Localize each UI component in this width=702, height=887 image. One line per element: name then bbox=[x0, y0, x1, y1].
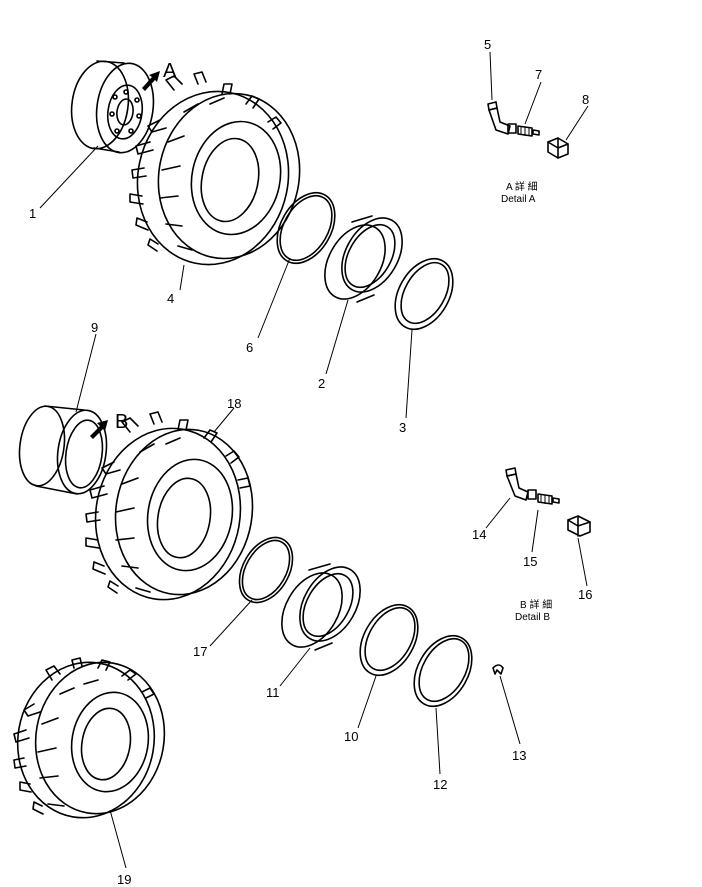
part-number-16: 16 bbox=[578, 587, 592, 602]
part-number-19: 19 bbox=[117, 872, 131, 887]
flange-upper bbox=[324, 215, 403, 303]
part-number-9: 9 bbox=[91, 320, 98, 335]
detail-b-caption-en: Detail B bbox=[515, 612, 550, 623]
detail-a-caption-en: Detail A bbox=[501, 194, 536, 205]
tire-lower bbox=[13, 657, 166, 819]
part-number-11: 11 bbox=[266, 685, 280, 700]
tire-middle bbox=[85, 411, 254, 601]
flange-middle bbox=[281, 563, 361, 651]
part-number-4: 4 bbox=[167, 291, 174, 306]
part-number-6: 6 bbox=[246, 340, 253, 355]
part-number-10: 10 bbox=[344, 729, 358, 744]
lock-ring-middle bbox=[413, 634, 473, 708]
wheel-rim-lower bbox=[18, 405, 108, 495]
part-number-3: 3 bbox=[399, 420, 406, 435]
leader-lines bbox=[39, 51, 589, 869]
part-number-18: 18 bbox=[227, 396, 241, 411]
part-number-labels: 1 2 3 4 5 6 7 8 9 10 11 12 13 14 15 16 1… bbox=[29, 37, 592, 887]
part-number-14: 14 bbox=[472, 527, 486, 542]
tire-upper bbox=[129, 71, 301, 266]
part-number-2: 2 bbox=[318, 376, 325, 391]
part-number-15: 15 bbox=[523, 554, 537, 569]
valve-detail-b bbox=[505, 467, 591, 537]
valve-detail-a bbox=[487, 101, 569, 159]
part-number-13: 13 bbox=[512, 748, 526, 763]
detail-a-caption: A 詳 細 Detail A bbox=[501, 180, 538, 205]
part-number-7: 7 bbox=[535, 67, 542, 82]
o-ring-upper bbox=[276, 191, 336, 265]
detail-b-caption-jp: B 詳 細 bbox=[520, 598, 552, 611]
part-number-17: 17 bbox=[193, 644, 207, 659]
lock-ring-upper bbox=[394, 257, 454, 331]
part-number-5: 5 bbox=[484, 37, 491, 52]
part-number-1: 1 bbox=[29, 206, 36, 221]
o-ring-middle bbox=[238, 536, 294, 604]
side-ring-middle bbox=[359, 603, 419, 677]
part-number-12: 12 bbox=[433, 777, 447, 792]
wheel-rim-upper bbox=[70, 60, 155, 154]
clip bbox=[492, 664, 504, 675]
detail-a-caption-jp: A 詳 細 bbox=[506, 180, 538, 193]
detail-b-caption: B 詳 細 Detail B bbox=[515, 598, 552, 623]
part-number-8: 8 bbox=[582, 92, 589, 107]
